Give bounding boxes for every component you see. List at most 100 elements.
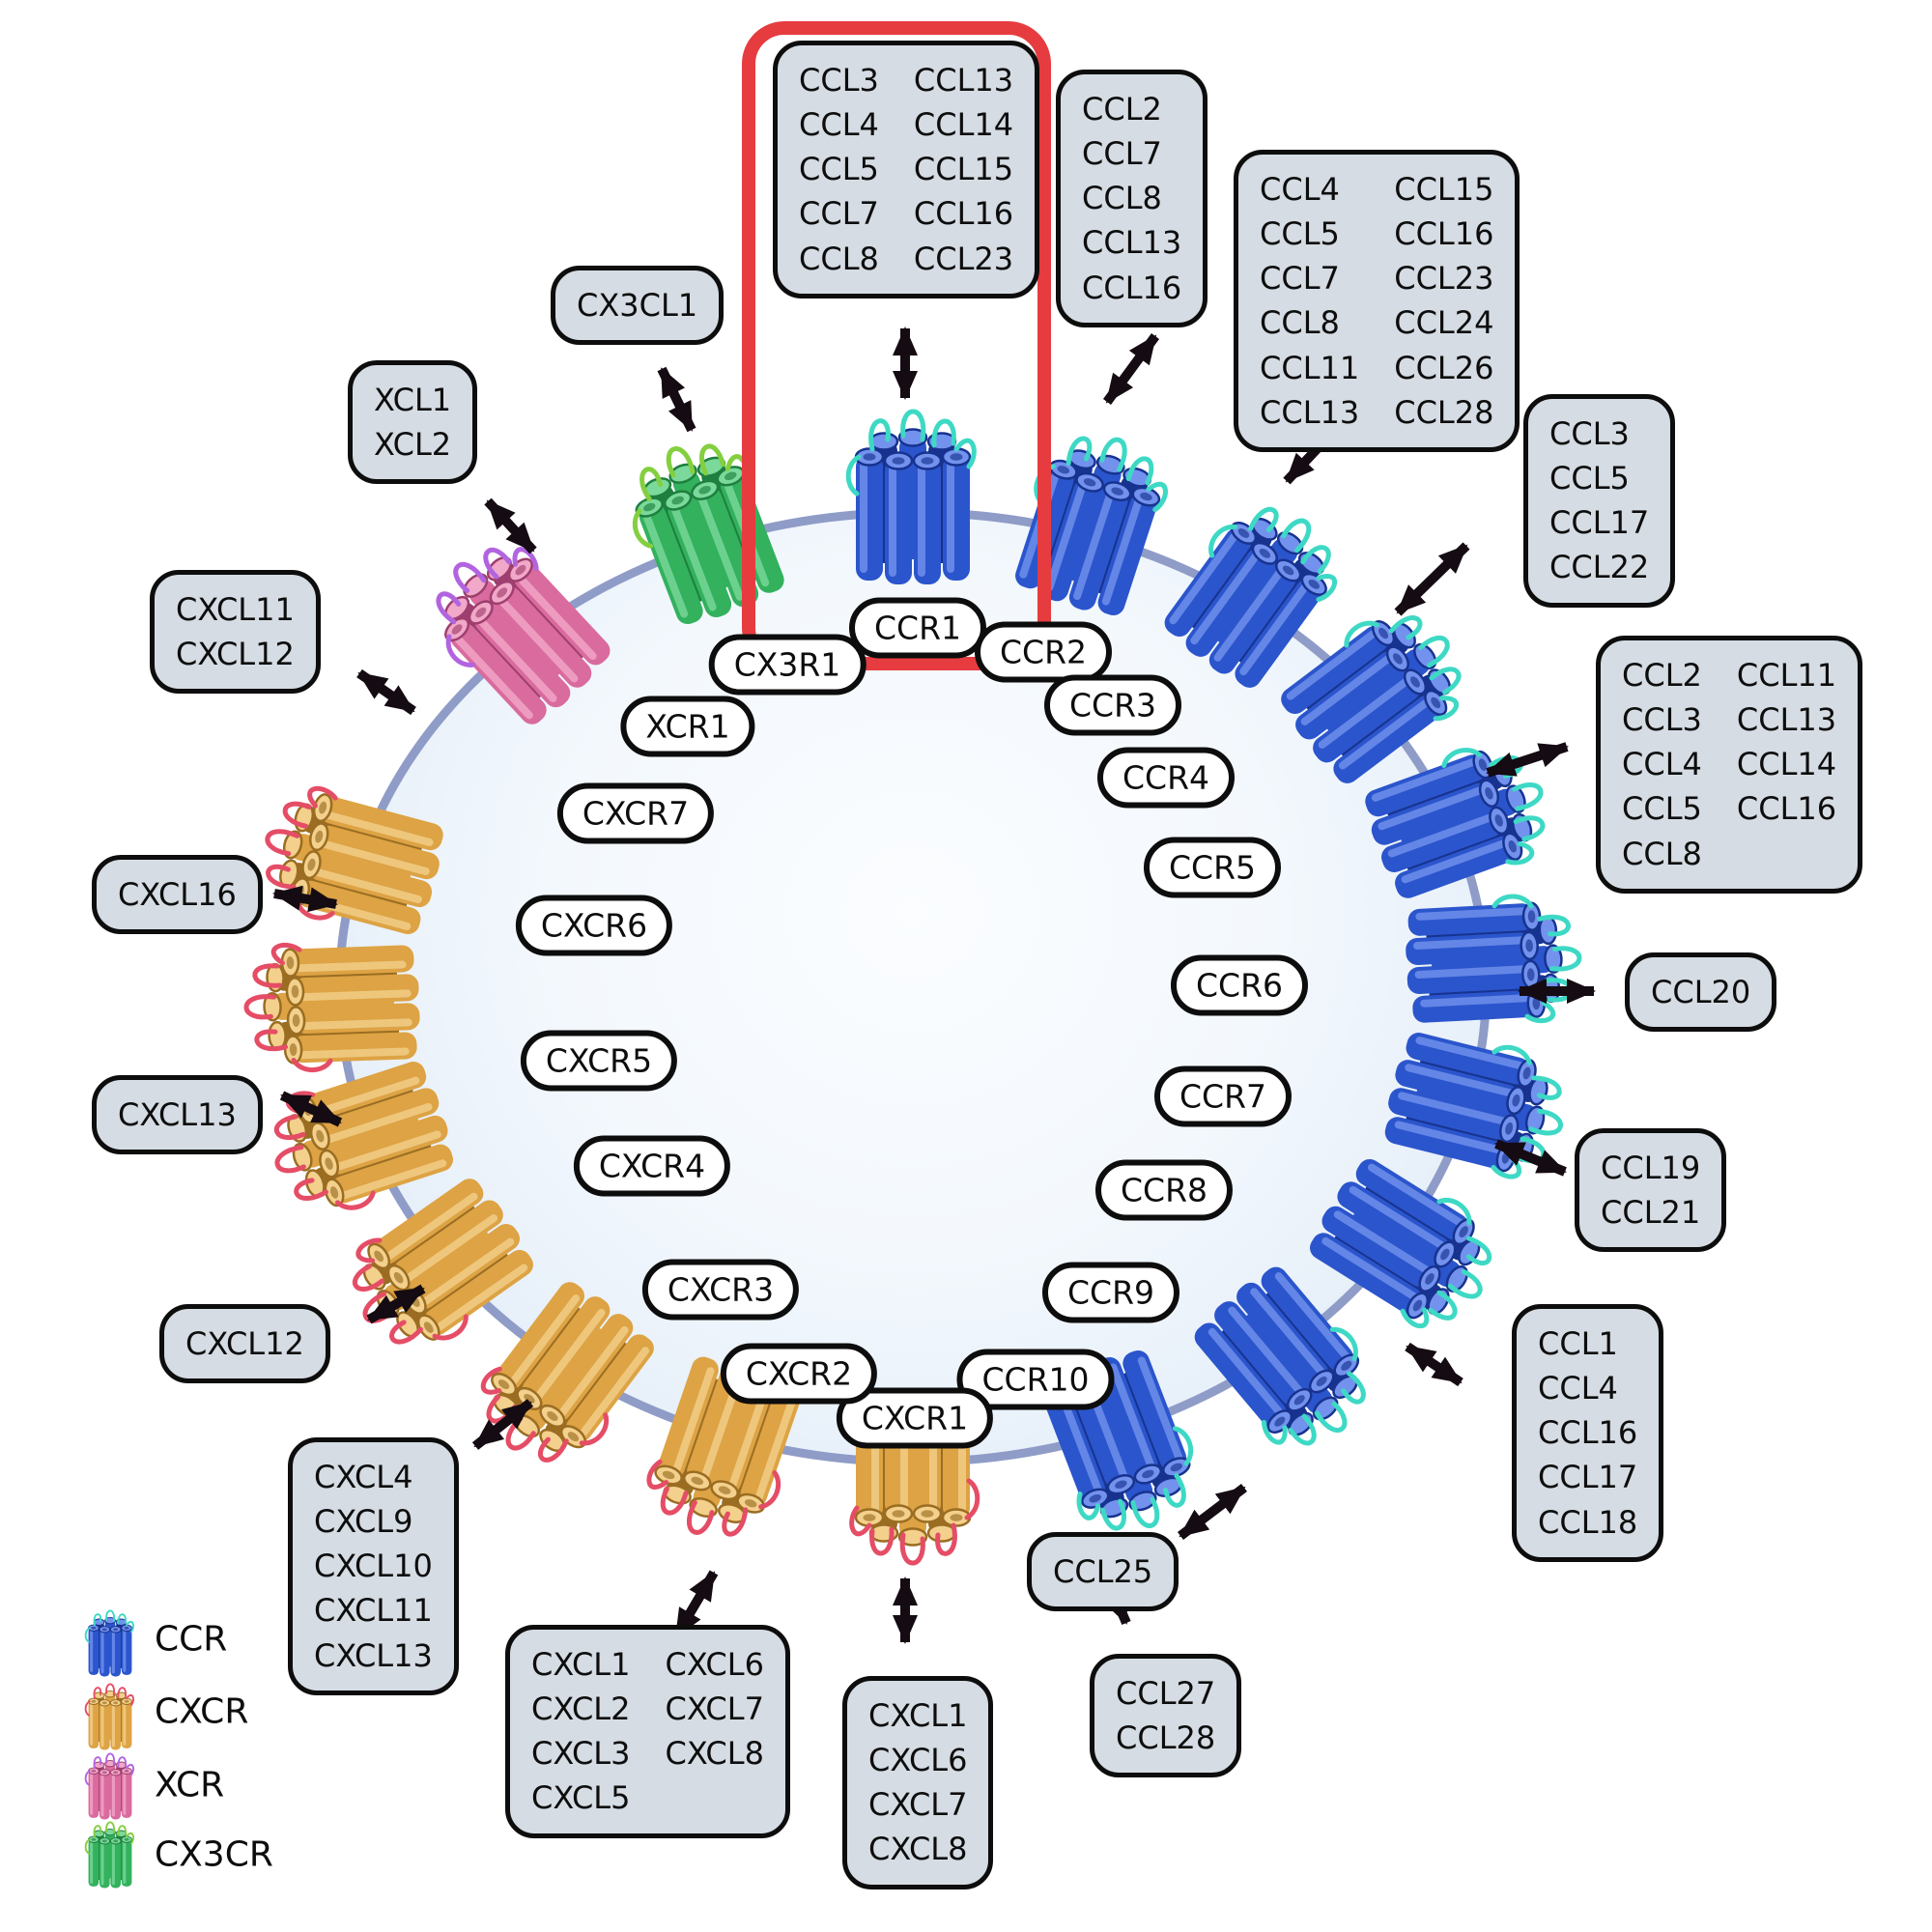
ligand-box-ccr6: CCL20 <box>1625 952 1777 1033</box>
legend-xcr-icon <box>85 1753 134 1820</box>
ligand-name: CXCL3 <box>531 1735 631 1773</box>
ligand-name: CXCL13 <box>314 1636 433 1674</box>
ligand-name: CCL16 <box>1082 269 1182 306</box>
ligand-name: CCL23 <box>1394 260 1494 298</box>
legend-label-ccr: CCR <box>155 1619 228 1660</box>
ligand-name: CCL3 <box>1549 415 1630 452</box>
ligand-box-cxcr4: CXCL12 <box>159 1304 330 1384</box>
ligand-name: CCL13 <box>913 62 1014 99</box>
receptor-ccr9-icon <box>1183 1254 1392 1468</box>
ligand-name: CXCL8 <box>868 1831 968 1868</box>
receptor-label-ccr1: CCR1 <box>848 597 987 659</box>
receptor-label-ccr8: CCR8 <box>1094 1159 1234 1221</box>
ligand-name: CXCL7 <box>868 1786 968 1824</box>
ligand-name: CXCL7 <box>665 1690 764 1728</box>
legend-label-cxcr: CXCR <box>155 1691 249 1732</box>
receptor-label-cxcr5: CXCR5 <box>520 1030 678 1092</box>
legend-cxcr-icon <box>85 1684 134 1750</box>
ligand-name: CCL13 <box>1260 393 1360 431</box>
ligand-name: CCL4 <box>1260 171 1340 208</box>
receptor-label-xcr1: XCR1 <box>620 696 755 757</box>
legend-cx3cr-icon <box>85 1822 134 1889</box>
ligand-name: CXCL13 <box>118 1096 237 1133</box>
ligand-name: CXCL6 <box>868 1742 968 1779</box>
legend-label-cx3cr: CX3CR <box>155 1834 273 1875</box>
receptor-cxcr5-icon <box>258 1053 463 1227</box>
ligand-name: CCL8 <box>1260 304 1340 342</box>
receptor-label-ccr3: CCR3 <box>1043 674 1182 736</box>
ligand-name: CCL14 <box>913 106 1014 144</box>
ligand-name: CCL14 <box>1736 746 1837 783</box>
ligand-name: CCL26 <box>1394 349 1494 386</box>
ligand-name: CCL3 <box>799 62 879 99</box>
ligand-name: CXCL1 <box>531 1646 631 1683</box>
receptor-label-ccr2: CCR2 <box>974 621 1113 683</box>
ligand-box-cxcr5: CXCL13 <box>92 1075 263 1155</box>
ligand-name: CXCL12 <box>185 1325 304 1362</box>
ligand-name: CCL1 <box>1538 1325 1618 1362</box>
legend-label-xcr: XCR <box>155 1765 225 1805</box>
ligand-name: XCL2 <box>374 426 452 464</box>
ligand-name: CCL28 <box>1116 1719 1216 1757</box>
ligand-name: CCL4 <box>1538 1370 1618 1407</box>
ligand-name: CCL16 <box>1538 1414 1638 1452</box>
receptor-ccr6-icon <box>1403 893 1583 1028</box>
ligand-name: CCL20 <box>1651 974 1751 1010</box>
ligand-name: CCL22 <box>1549 549 1650 586</box>
ligand-name: CXCL10 <box>314 1548 433 1585</box>
receptor-label-cx3cr1: CX3R1 <box>708 634 867 696</box>
ligand-box-cx3cr1: CX3CL1 <box>551 266 724 346</box>
receptor-label-ccr5: CCR5 <box>1143 837 1282 898</box>
ligand-name: CCL19 <box>1601 1150 1701 1186</box>
ligand-name: CCL15 <box>1394 171 1494 208</box>
receptor-label-cxcr4: CXCR4 <box>573 1135 731 1197</box>
receptor-label-cxcr6: CXCR6 <box>515 895 673 956</box>
ligand-name: CCL16 <box>913 195 1014 233</box>
ligand-name: CCL16 <box>1736 790 1837 828</box>
receptor-label-ccr6: CCR6 <box>1170 954 1309 1016</box>
receptor-cxcr4-icon <box>331 1168 546 1371</box>
ligand-name: CCL23 <box>913 240 1014 277</box>
ligand-name: CCL15 <box>913 151 1014 188</box>
ligand-name: CCL24 <box>1394 304 1494 342</box>
legend-ccr-icon <box>85 1610 134 1677</box>
ligand-name: CCL7 <box>799 195 879 233</box>
ligand-name: CCL11 <box>1260 349 1360 386</box>
ligand-name: CCL13 <box>1736 701 1837 739</box>
ligand-name: CXCL16 <box>118 876 237 913</box>
ligand-name: CCL13 <box>1082 224 1182 262</box>
ligand-box-cxcr6: CXCL16 <box>92 855 263 935</box>
ligand-name: CCL7 <box>1260 260 1340 298</box>
ligand-name: CXCL12 <box>176 636 295 673</box>
receptor-label-ccr7: CCR7 <box>1153 1065 1293 1127</box>
ligand-name: CCL4 <box>1622 746 1702 783</box>
ligand-name: CCL3 <box>1622 701 1702 739</box>
ligand-name: CXCL11 <box>314 1592 433 1630</box>
ligand-name: CCL27 <box>1116 1675 1216 1712</box>
ligand-name: CCL2 <box>1622 657 1702 694</box>
ligand-name: CCL25 <box>1053 1553 1153 1590</box>
receptor-label-cxcr7: CXCR7 <box>556 782 715 844</box>
ligand-name: CCL4 <box>799 106 879 144</box>
ligand-name: CXCL6 <box>665 1646 764 1683</box>
receptor-label-cxcr3: CXCR3 <box>641 1259 800 1321</box>
ligand-name: CXCL2 <box>531 1690 631 1728</box>
ligand-box-ccr9: CCL25 <box>1027 1532 1179 1612</box>
ligand-name: CCL5 <box>799 151 879 188</box>
receptor-ccr8-icon <box>1299 1146 1514 1345</box>
ligand-name: CCL8 <box>1622 835 1702 872</box>
ccr1-highlight-box <box>742 21 1051 670</box>
receptor-cxcr6-icon <box>243 940 422 1072</box>
ligand-name: CX3CL1 <box>577 287 698 324</box>
